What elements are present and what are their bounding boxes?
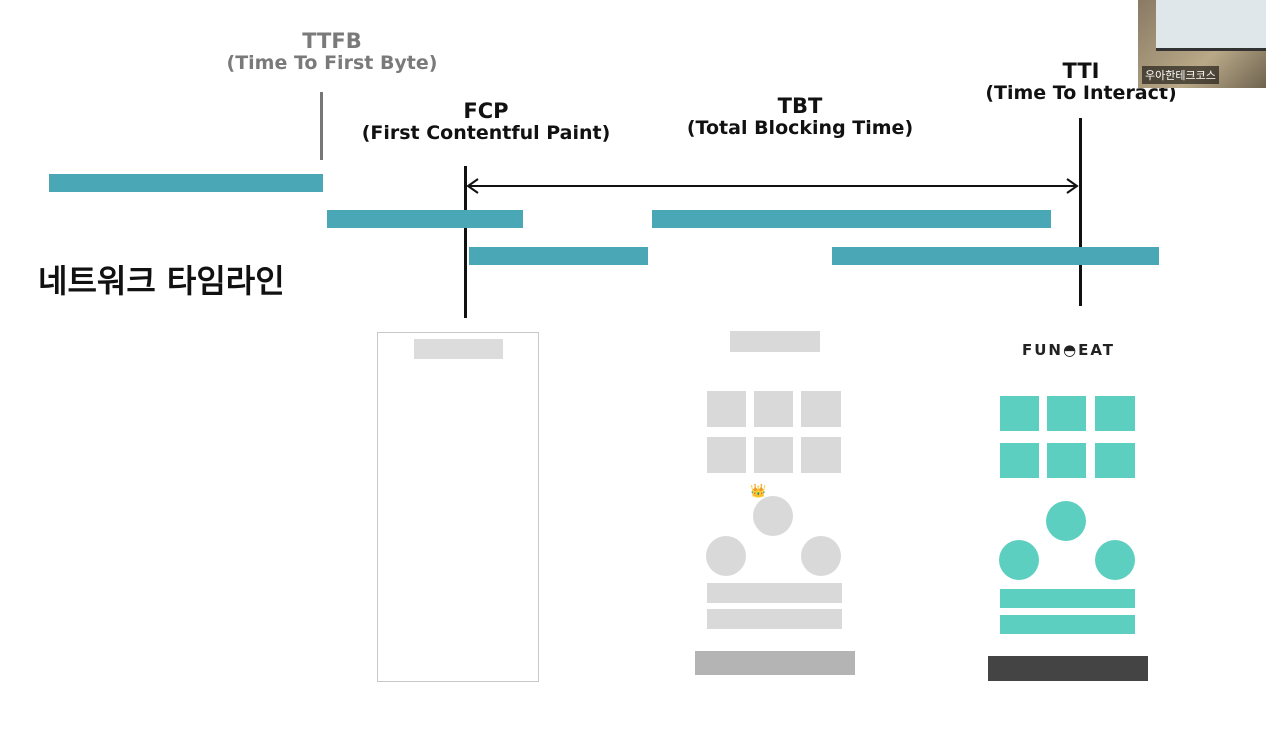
footer-placeholder	[695, 651, 855, 675]
network-bar	[49, 174, 323, 192]
crown-icon: 👑	[750, 484, 767, 499]
row-placeholder	[707, 609, 842, 629]
fcp-title: FCP	[463, 99, 509, 123]
header-placeholder	[414, 339, 503, 359]
webcam-caption: 우아한테크코스	[1142, 66, 1219, 84]
grid-placeholder	[801, 391, 841, 427]
fcp-subtitle: (First Contentful Paint)	[361, 122, 611, 145]
tti-marker-line	[1079, 118, 1082, 306]
network-bar	[469, 247, 648, 265]
grid-item	[1000, 443, 1039, 478]
funeat-logo: FUN◓EAT	[1022, 341, 1115, 359]
circle-placeholder	[801, 536, 841, 576]
tti-title: TTI	[1062, 59, 1100, 83]
tti-label: TTI (Time To Interact)	[970, 59, 1192, 105]
grid-placeholder	[801, 437, 841, 473]
footer-bar	[988, 656, 1148, 681]
row-item	[1000, 615, 1135, 634]
row-item	[1000, 589, 1135, 608]
grid-item	[1095, 396, 1135, 431]
tbt-subtitle: (Total Blocking Time)	[686, 117, 914, 140]
fcp-marker-line	[464, 166, 467, 318]
grid-item	[1047, 396, 1086, 431]
circle-item	[1095, 540, 1135, 580]
row-placeholder	[707, 583, 842, 603]
ttfb-label: TTFB (Time To First Byte)	[212, 29, 452, 75]
webcam-background-screen	[1156, 0, 1266, 51]
header-placeholder	[730, 331, 820, 352]
network-bar	[832, 247, 1159, 265]
grid-placeholder	[707, 391, 746, 427]
grid-item	[1047, 443, 1086, 478]
webcam-overlay: 우아한테크코스	[1138, 0, 1266, 88]
network-timeline-title: 네트워크 타임라인	[38, 262, 285, 300]
circle-placeholder	[706, 536, 746, 576]
circle-placeholder	[753, 496, 793, 536]
network-bar	[652, 210, 1051, 228]
tbt-arrow	[466, 178, 1079, 194]
loaded-screen-mockup: FUN◓EAT	[985, 336, 1155, 684]
grid-item	[1000, 396, 1039, 431]
blank-screen-mockup	[377, 332, 539, 682]
skeleton-screen-mockup: 👑	[690, 326, 860, 680]
circle-item	[999, 540, 1039, 580]
ttfb-marker-line	[320, 92, 323, 160]
grid-placeholder	[707, 437, 746, 473]
network-bar	[327, 210, 523, 228]
fcp-label: FCP (First Contentful Paint)	[346, 99, 626, 145]
grid-placeholder	[754, 391, 793, 427]
grid-item	[1095, 443, 1135, 478]
tti-subtitle: (Time To Interact)	[985, 82, 1177, 105]
grid-placeholder	[754, 437, 793, 473]
ttfb-title: TTFB	[302, 29, 362, 53]
tbt-title: TBT	[777, 94, 823, 118]
circle-item	[1046, 501, 1086, 541]
tbt-label: TBT (Total Blocking Time)	[670, 94, 930, 140]
ttfb-subtitle: (Time To First Byte)	[226, 52, 438, 75]
